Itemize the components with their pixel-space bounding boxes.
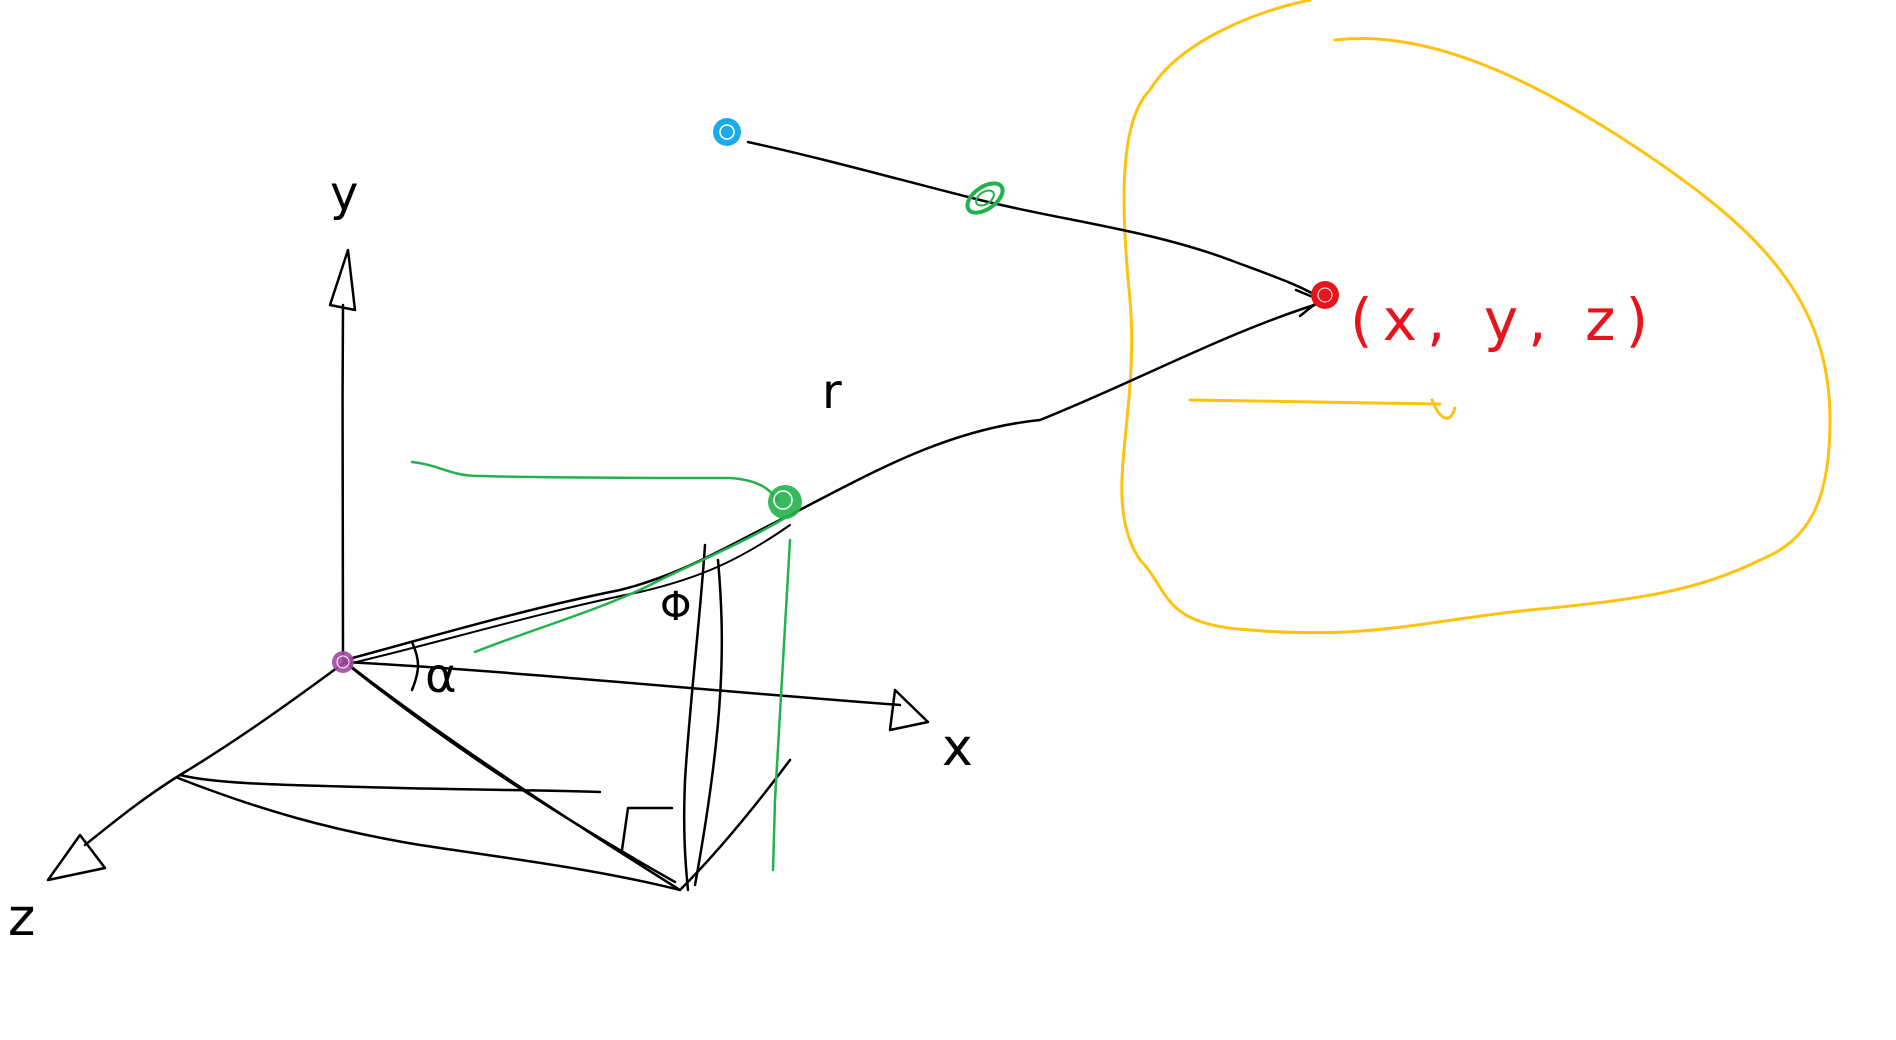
right-angle-mark — [620, 806, 674, 852]
yellow-region-loop — [1120, 0, 1832, 635]
origin-point — [332, 651, 354, 673]
view-ray-line — [746, 140, 1322, 300]
projection-floor-outline — [176, 660, 792, 892]
green-vertical-guide — [771, 538, 792, 872]
camera-point — [713, 118, 741, 146]
z-axis-label: z — [8, 888, 35, 948]
midray-point — [965, 181, 1005, 215]
radius-label: r — [822, 364, 842, 420]
yellow-inner-mark — [1188, 398, 1457, 420]
angle-mark-label: Φ — [660, 584, 691, 630]
alpha-angle-arc — [410, 640, 420, 692]
x-axis-line — [343, 660, 902, 707]
projection-vertical-edge — [682, 543, 724, 892]
x-axis-arrowhead — [888, 688, 930, 732]
y-axis-label: y — [330, 166, 358, 222]
radius-vector-line-2 — [347, 524, 791, 665]
z-axis-line — [83, 660, 347, 847]
x-axis-label: x — [942, 718, 973, 778]
radius-vector-line — [343, 298, 1332, 662]
target-point — [1311, 281, 1339, 309]
projection-point — [768, 485, 802, 519]
green-horizontal-guide — [410, 460, 780, 502]
y-axis-arrowhead — [328, 248, 357, 312]
alpha-label: α — [425, 648, 457, 704]
coordinates-label: (x, y, z) — [1350, 286, 1658, 354]
z-axis-arrowhead — [46, 833, 107, 882]
green-projection-guide — [473, 513, 792, 654]
